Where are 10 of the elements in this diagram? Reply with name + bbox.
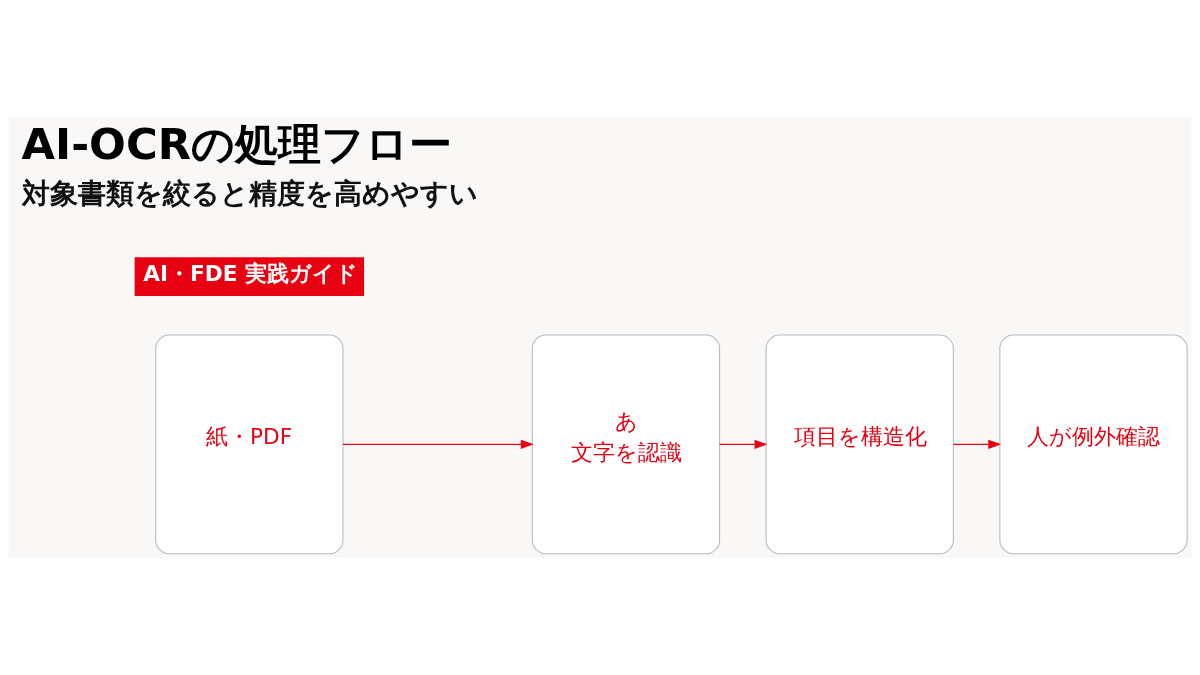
node-box: あ 文字を認識 bbox=[531, 334, 721, 555]
arrow bbox=[719, 439, 768, 449]
label: AI・FDE 実践ガイド bbox=[143, 260, 359, 286]
node-box: 項目を構造化 bbox=[765, 334, 954, 555]
node-box: 紙・PDF bbox=[155, 334, 344, 555]
diagram-title: AI-OCRの処理フロー bbox=[21, 119, 452, 170]
caption: 対象書類を絞ると精度を高めやすい bbox=[21, 177, 478, 211]
arrow bbox=[952, 439, 1002, 449]
node-box: 人が例外確認 bbox=[999, 334, 1188, 555]
arrow bbox=[342, 439, 534, 449]
